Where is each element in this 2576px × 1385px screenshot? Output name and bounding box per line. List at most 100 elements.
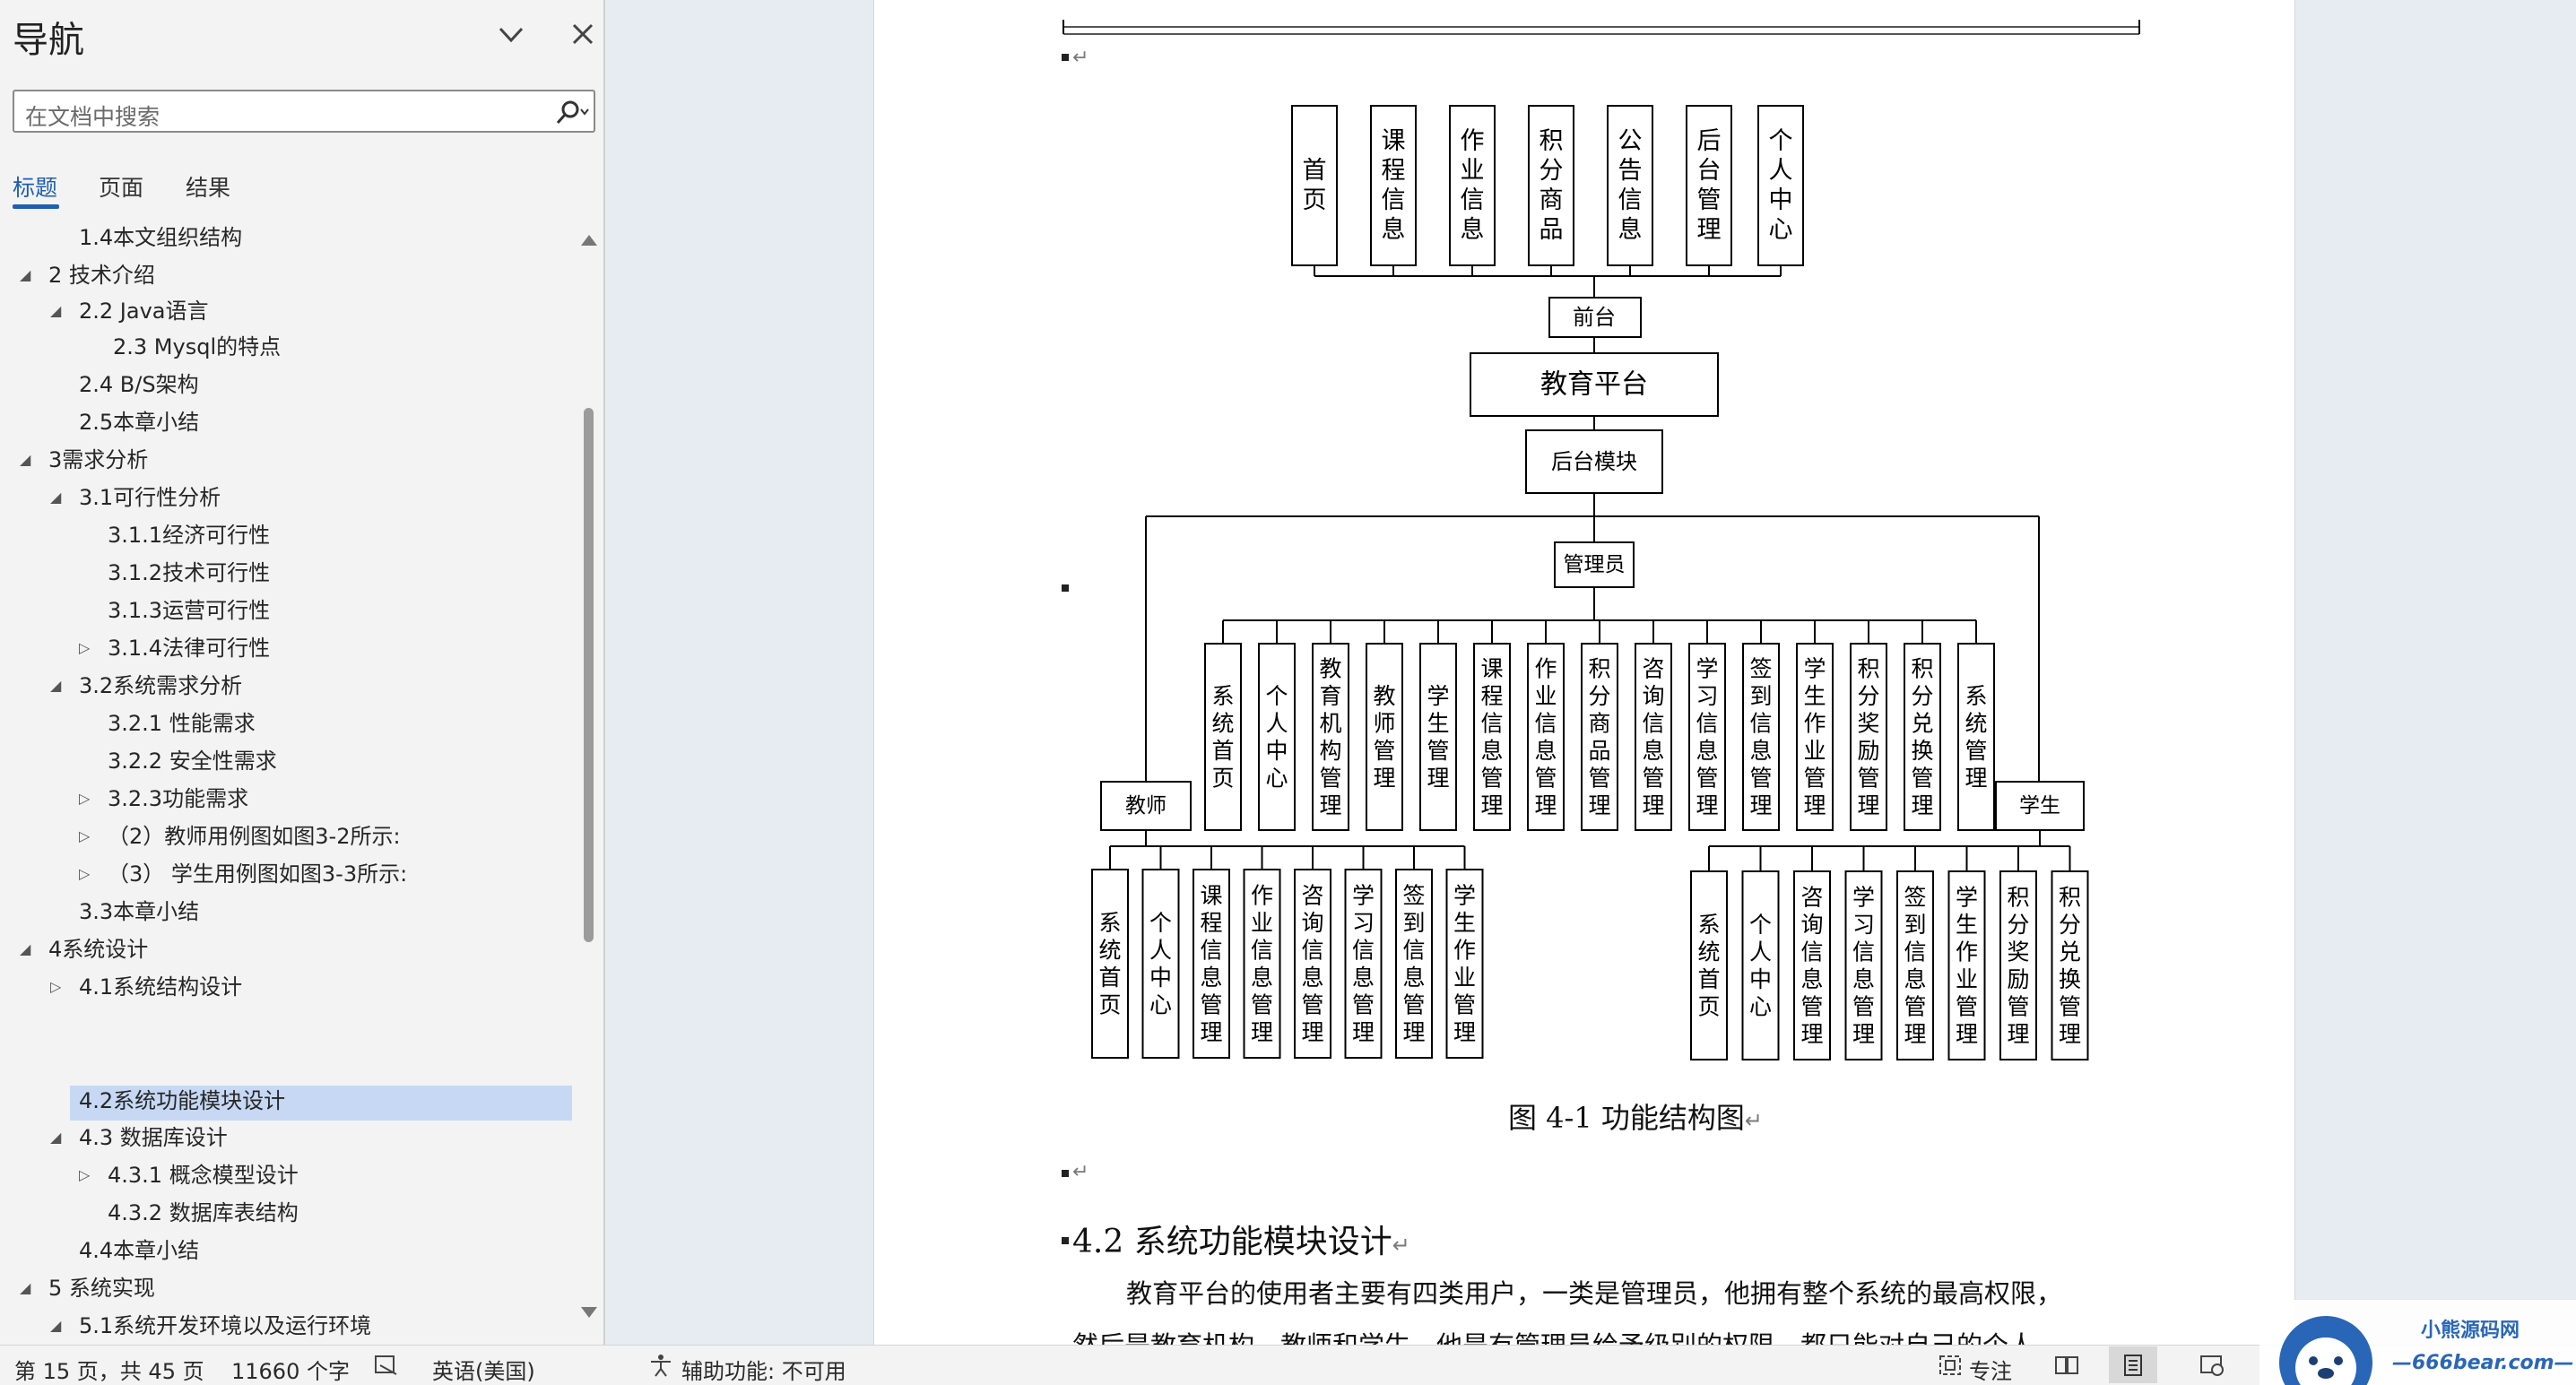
nav-heading-item[interactable]: 1.4本文组织结构 bbox=[0, 222, 574, 247]
expanded-triangle-icon[interactable]: ◢ bbox=[20, 940, 31, 957]
nav-heading-item[interactable]: 3.1.2技术可行性 bbox=[0, 558, 574, 590]
collapsed-triangle-icon[interactable]: ▷ bbox=[79, 790, 91, 807]
svg-text:信: 信 bbox=[1382, 186, 1406, 214]
nav-heading-item[interactable]: ◢4.3 数据库设计 bbox=[0, 1122, 574, 1155]
nav-heading-item[interactable]: ◢2 技术介绍 bbox=[0, 260, 574, 292]
nav-heading-item[interactable]: ▷（3） 学生用例图如图3-3所示: bbox=[0, 859, 574, 891]
svg-text:分: 分 bbox=[2007, 912, 2029, 938]
nav-heading-item[interactable]: ◢5 系统实现 bbox=[0, 1273, 574, 1305]
nav-heading-item[interactable]: ▷ （2）教师用例图如图3-2所示: bbox=[0, 821, 574, 853]
expanded-triangle-icon[interactable]: ◢ bbox=[20, 451, 31, 468]
svg-text:管: 管 bbox=[1642, 765, 1664, 791]
admin-module-box bbox=[1742, 643, 1780, 831]
expanded-triangle-icon[interactable]: ◢ bbox=[50, 1317, 62, 1334]
front-module-box bbox=[1291, 105, 1338, 266]
nav-heading-item[interactable]: 3.2.2 安全性需求 bbox=[0, 746, 574, 778]
focus-icon[interactable] bbox=[1937, 1353, 1964, 1378]
read-mode-icon[interactable] bbox=[2053, 1353, 2080, 1378]
nav-heading-label: 4系统设计 bbox=[48, 937, 149, 962]
nav-heading-label: （2）教师用例图如图3-2所示: bbox=[108, 824, 401, 849]
student-module-box bbox=[2051, 870, 2089, 1060]
svg-text:信: 信 bbox=[1301, 937, 1323, 963]
tab-pages[interactable]: 页面 bbox=[99, 175, 144, 201]
expanded-triangle-icon[interactable]: ◢ bbox=[50, 489, 62, 506]
nav-heading-item[interactable]: ▷4.3.1 概念模型设计 bbox=[0, 1160, 574, 1192]
chevron-down-icon[interactable] bbox=[495, 22, 527, 48]
nav-heading-item[interactable]: 3.1.1经济可行性 bbox=[0, 520, 574, 552]
svg-text:理: 理 bbox=[1697, 216, 1722, 244]
nav-heading-item[interactable]: ◢3需求分析 bbox=[0, 445, 574, 477]
nav-heading-item[interactable]: 4.2系统功能模块设计 bbox=[0, 1086, 574, 1118]
scroll-up-arrow-icon[interactable] bbox=[581, 235, 597, 246]
page-count[interactable]: 第 15 页，共 45 页 bbox=[14, 1359, 204, 1384]
section-heading[interactable]: 4.2 系统功能模块设计↵ bbox=[1072, 1224, 1410, 1260]
search-field[interactable]: 在文档中搜索 bbox=[13, 90, 595, 133]
collapsed-triangle-icon[interactable]: ▷ bbox=[79, 1166, 91, 1183]
svg-text:习: 习 bbox=[1696, 683, 1718, 709]
nav-heading-item[interactable]: ◢3.2系统需求分析 bbox=[0, 671, 574, 703]
nav-heading-label: 4.2系统功能模块设计 bbox=[79, 1088, 286, 1113]
word-count[interactable]: 11660 个字 bbox=[231, 1359, 350, 1384]
close-icon[interactable] bbox=[567, 18, 599, 50]
proofing-icon[interactable] bbox=[373, 1353, 400, 1378]
svg-text:理: 理 bbox=[2059, 1021, 2081, 1047]
svg-text:息: 息 bbox=[1800, 966, 1823, 992]
teacher-module-box bbox=[1294, 869, 1331, 1059]
nav-heading-item[interactable]: 4.3.2 数据库表结构 bbox=[0, 1198, 574, 1230]
scrollbar-thumb[interactable] bbox=[584, 408, 594, 942]
nav-heading-item[interactable]: 3.1.3运营可行性 bbox=[0, 595, 574, 628]
svg-text:教: 教 bbox=[1319, 655, 1341, 681]
collapsed-triangle-icon[interactable]: ▷ bbox=[50, 978, 62, 995]
expanded-triangle-icon[interactable]: ◢ bbox=[20, 1279, 31, 1296]
expanded-triangle-icon[interactable]: ◢ bbox=[50, 677, 62, 694]
search-input[interactable]: 在文档中搜索 bbox=[25, 104, 160, 130]
body-paragraph[interactable]: 教育平台的使用者主要有四类用户，一类是管理员，他拥有整个系统的最高权限， bbox=[1126, 1278, 2063, 1309]
svg-text:理: 理 bbox=[1453, 1019, 1476, 1045]
nav-heading-item[interactable]: ▷3.1.4法律可行性 bbox=[0, 633, 574, 665]
svg-text:习: 习 bbox=[1852, 912, 1875, 938]
svg-text:系: 系 bbox=[1697, 912, 1720, 938]
svg-text:积: 积 bbox=[2007, 884, 2029, 910]
nav-heading-item[interactable]: ◢2.2 Java语言 bbox=[0, 296, 574, 328]
nav-heading-item[interactable]: ▷4.1系统结构设计 bbox=[0, 972, 574, 1004]
accessibility-icon[interactable] bbox=[647, 1353, 674, 1378]
body-paragraph-line2[interactable]: 然后是教育机构、教师和学生，他是有管理员给予级别的权限，都只能对自己的个人 bbox=[1072, 1325, 2034, 1345]
focus-mode-button[interactable]: 专注 bbox=[1969, 1359, 2012, 1384]
expanded-triangle-icon[interactable]: ◢ bbox=[20, 266, 31, 283]
tab-headings[interactable]: 标题 bbox=[13, 175, 58, 201]
tab-results[interactable]: 结果 bbox=[186, 175, 231, 201]
nav-heading-item[interactable]: 2.5本章小结 bbox=[0, 407, 574, 439]
collapsed-triangle-icon[interactable]: ▷ bbox=[79, 865, 91, 882]
nav-heading-item[interactable]: ◢5.1系统开发环境以及运行环境 bbox=[0, 1311, 574, 1343]
collapsed-triangle-icon[interactable]: ▷ bbox=[79, 639, 91, 656]
scroll-down-arrow-icon[interactable] bbox=[581, 1307, 597, 1318]
expanded-triangle-icon[interactable]: ◢ bbox=[50, 302, 62, 319]
student-module-box bbox=[1999, 870, 2037, 1060]
nav-heading-item[interactable]: 4.4本章小结 bbox=[0, 1235, 574, 1268]
nav-heading-item[interactable]: 2.4 B/S架构 bbox=[0, 369, 574, 402]
platform-box bbox=[1470, 352, 1719, 417]
nav-heading-item[interactable]: ▷3.2.3功能需求 bbox=[0, 783, 574, 816]
svg-text:管: 管 bbox=[1911, 765, 1933, 791]
print-layout-icon-active[interactable] bbox=[2120, 1353, 2147, 1378]
nav-heading-item[interactable]: 3.3本章小结 bbox=[0, 896, 574, 929]
svg-text:系: 系 bbox=[1098, 910, 1121, 936]
nav-heading-item[interactable]: ◢3.1可行性分析 bbox=[0, 482, 574, 515]
nav-heading-item[interactable]: 2.3 Mysql的特点 bbox=[0, 332, 574, 364]
svg-text:理: 理 bbox=[1534, 792, 1557, 818]
svg-text:人: 人 bbox=[1769, 157, 1793, 185]
nav-heading-item[interactable]: 3.2.1 性能需求 bbox=[0, 708, 574, 740]
collapsed-triangle-icon[interactable]: ▷ bbox=[79, 827, 91, 844]
search-icon[interactable] bbox=[552, 97, 592, 127]
expanded-triangle-icon[interactable]: ◢ bbox=[50, 1129, 62, 1146]
nav-heading-item[interactable]: ◢ 4系统设计 bbox=[0, 934, 574, 966]
web-layout-icon[interactable] bbox=[2199, 1353, 2225, 1378]
language-indicator[interactable]: 英语(美国) bbox=[432, 1359, 535, 1384]
svg-text:作: 作 bbox=[1453, 937, 1476, 963]
accessibility-status[interactable]: 辅助功能: 不可用 bbox=[681, 1359, 846, 1384]
